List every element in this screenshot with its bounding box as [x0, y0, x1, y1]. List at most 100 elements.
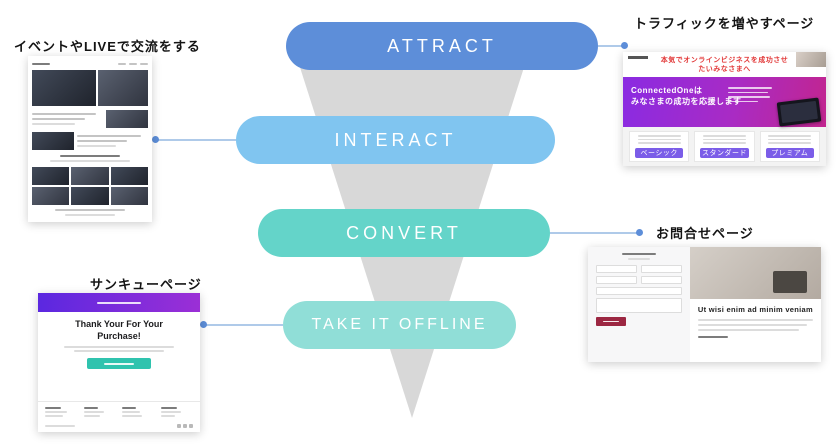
nav-links: [118, 62, 148, 65]
connector-convert-to-contact: [550, 232, 638, 234]
label-events-page: イベントやLIVEで交流をする: [14, 39, 201, 54]
social-icon: [177, 424, 181, 428]
text-line: [83, 415, 100, 417]
hero-subtext-lines: [728, 87, 772, 102]
connector-dot: [636, 229, 643, 236]
text-line: [728, 91, 768, 93]
subtext-lines: [38, 346, 200, 353]
form-heading-lines: [596, 253, 682, 260]
text-line: [74, 350, 164, 353]
site-logo: [32, 62, 50, 65]
pricing-plan: プレミアム: [759, 131, 820, 162]
text-line: [83, 407, 98, 409]
plan-button-image: プレミアム: [765, 148, 814, 158]
desk-photo: [796, 52, 826, 67]
text-line: [50, 160, 130, 162]
social-icons: [177, 424, 193, 428]
text-line-placeholders: [32, 110, 103, 128]
connector-offline-to-thankyou: [204, 324, 283, 326]
funnel-stage-interact: INTERACT: [236, 116, 555, 164]
text-line-placeholders: [77, 132, 148, 150]
text-line: [32, 113, 96, 115]
funnel-stage-convert: CONVERT: [258, 209, 550, 257]
text-line: [768, 138, 812, 140]
contact-form-panel: [588, 247, 690, 362]
text-line: [637, 142, 681, 144]
page-topbar: 本気でオンラインビジネスを成功させ たいみなさまへ: [623, 52, 826, 77]
label-contact-page: お問合せページ: [656, 226, 754, 241]
content-row: [32, 132, 148, 150]
photo: [32, 167, 70, 185]
text-line: [728, 100, 758, 102]
text-line: [697, 319, 813, 321]
text-line: [64, 346, 174, 349]
room-photo: [689, 247, 821, 299]
text-line: [45, 415, 63, 417]
text-line: [45, 425, 75, 427]
text-line: [77, 135, 141, 137]
article-text: Ut wisi enim ad minim veniam: [690, 299, 821, 344]
pricing-columns: ベーシック スタンダード プレミアム: [623, 127, 826, 166]
text-line: [77, 145, 117, 147]
photo: [110, 167, 148, 185]
plan-button-image: スタンダード: [700, 148, 749, 158]
input-field-image: [596, 276, 637, 284]
label-thankyou-page: サンキューページ: [90, 277, 202, 292]
tablet-image: [776, 97, 822, 127]
text-line: [637, 135, 681, 137]
thumbnail-thankyou-page: Thank Your For Your Purchase!: [38, 293, 200, 432]
thumbnail-events-page: [28, 56, 152, 222]
text-line: [160, 411, 181, 413]
photo: [71, 187, 109, 205]
plan-button-image: ベーシック: [635, 148, 684, 158]
button-text-placeholder: [104, 362, 134, 365]
photo: [98, 70, 148, 106]
textarea-field-image: [596, 298, 682, 313]
text-line: [728, 87, 772, 89]
stage-label-attract: ATTRACT: [387, 35, 497, 56]
photo: [32, 70, 97, 106]
site-logo: [628, 56, 648, 59]
text-line: [65, 214, 115, 216]
text-line: [45, 411, 67, 413]
input-field-image: [596, 265, 637, 273]
connector-interact-to-events: [157, 139, 236, 141]
text-line: [697, 336, 728, 338]
submit-button-image: [596, 317, 626, 326]
text-line: [768, 142, 812, 144]
text-line: [768, 135, 812, 137]
footer-column: [122, 407, 155, 417]
photo: [32, 187, 70, 205]
stage-label-convert: CONVERT: [346, 222, 462, 243]
footer-lines: [32, 209, 148, 216]
order-button-image: [87, 358, 151, 370]
tagline: 本気でオンラインビジネスを成功させ たいみなさまへ: [623, 52, 826, 74]
text-line: [122, 415, 142, 417]
funnel-stage-attract: ATTRACT: [286, 22, 598, 70]
heading-line: Thank Your For Your: [75, 319, 163, 329]
input-field-image: [640, 276, 682, 284]
thumbnail-contact-page: Ut wisi enim ad minim veniam: [588, 247, 821, 362]
photo: [32, 132, 74, 150]
footer-column: [45, 407, 78, 417]
text-line: [703, 135, 746, 137]
hero-line: ConnectedOneは: [631, 86, 703, 95]
text-line: [83, 411, 104, 413]
text-line: [160, 407, 177, 409]
footer-bottom: [45, 424, 193, 428]
hero-photos: [32, 70, 148, 106]
text-line: [122, 407, 136, 409]
connector-dot: [200, 321, 207, 328]
text-line: [697, 329, 800, 331]
input-field-image: [640, 265, 682, 273]
text-line: [77, 140, 127, 142]
page-header-banner: [38, 293, 200, 312]
stage-label-interact: INTERACT: [334, 129, 457, 150]
photo: [71, 167, 109, 185]
text-line: [627, 258, 650, 260]
social-icon: [189, 424, 193, 428]
hero-section: ConnectedOneは みなさまの成功を応援します: [623, 77, 826, 127]
text-line: [60, 155, 120, 157]
tagline-line: 本気でオンラインビジネスを成功させ: [660, 57, 789, 64]
